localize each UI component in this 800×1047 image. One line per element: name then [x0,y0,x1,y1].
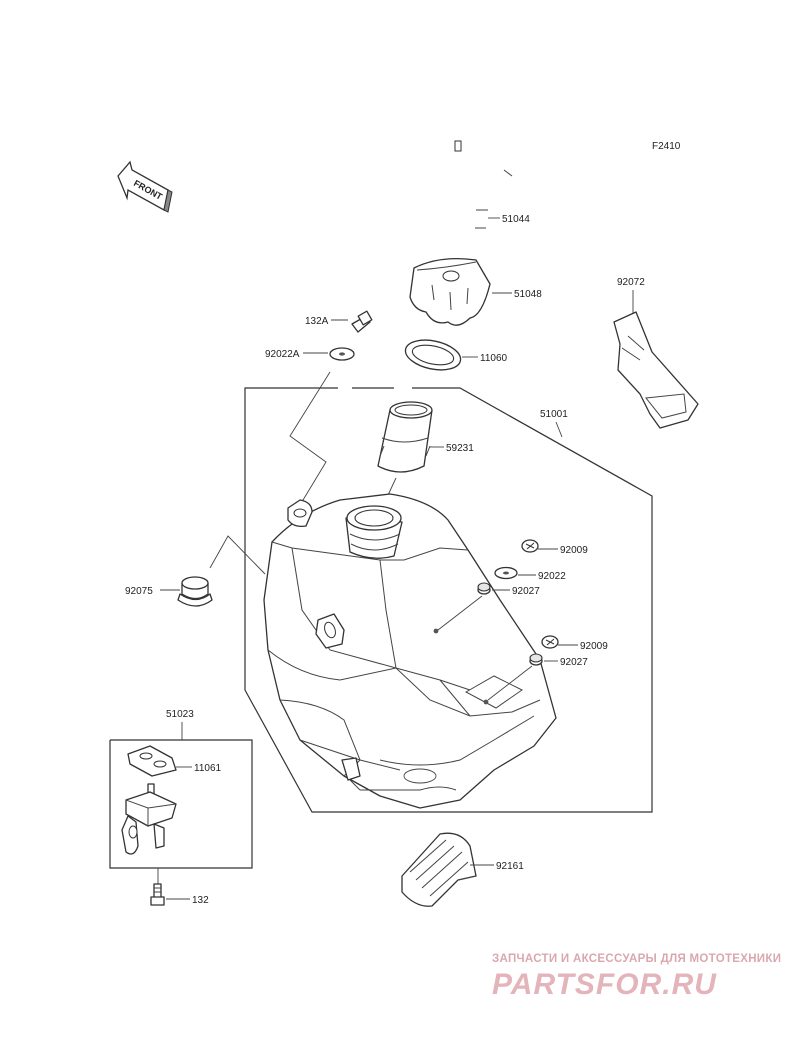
label-92072: 92072 [617,277,645,288]
watermark-tagline: ЗАПЧАСТИ И АКСЕССУАРЫ ДЛЯ МОТОТЕХНИКИ [492,953,781,965]
label-92027-lower: 92027 [560,657,588,668]
gasket-11061 [127,745,177,777]
label-92022: 92022 [538,571,566,582]
figure-code: F2410 [652,141,681,152]
breather-hose [454,135,531,241]
screw-92009-lower [541,635,559,649]
grommet-92075 [177,576,213,607]
collar-92027-upper [477,582,491,595]
label-51044: 51044 [502,214,530,225]
label-92022A: 92022A [265,349,300,360]
assembly-frame-51001 [244,387,653,813]
watermark-brand: PARTSFOR.RU [492,968,717,1001]
bolt-132A [351,310,373,333]
label-59231: 59231 [446,443,474,454]
collar-92027-lower [529,653,543,666]
label-51048: 51048 [514,289,542,300]
label-92027-upper: 92027 [512,586,540,597]
bolt-132 [150,883,165,906]
label-92161: 92161 [496,861,524,872]
assembly-frame-51023 [109,739,253,869]
label-51023: 51023 [166,709,194,720]
label-11060: 11060 [480,353,508,364]
rubber-pad-92161 [401,832,477,907]
label-132: 132 [192,895,209,906]
front-arrow-icon: FRONT [117,160,173,213]
fuel-cap [409,258,491,326]
label-11061: 11061 [194,763,222,774]
washer-92022A [329,347,355,361]
label-51001: 51001 [540,409,568,420]
label-92075: 92075 [125,586,153,597]
rubber-strap [613,311,699,429]
gasket-11060 [404,339,462,371]
label-132A: 132A [305,316,329,327]
washer-92022 [494,566,518,580]
fuel-cock [121,783,177,855]
label-92009-upper: 92009 [560,545,588,556]
screw-92009-upper [521,539,539,553]
fuel-tank-51001 [263,493,557,809]
filler-filter-59231 [377,401,433,473]
label-92009-lower: 92009 [580,641,608,652]
